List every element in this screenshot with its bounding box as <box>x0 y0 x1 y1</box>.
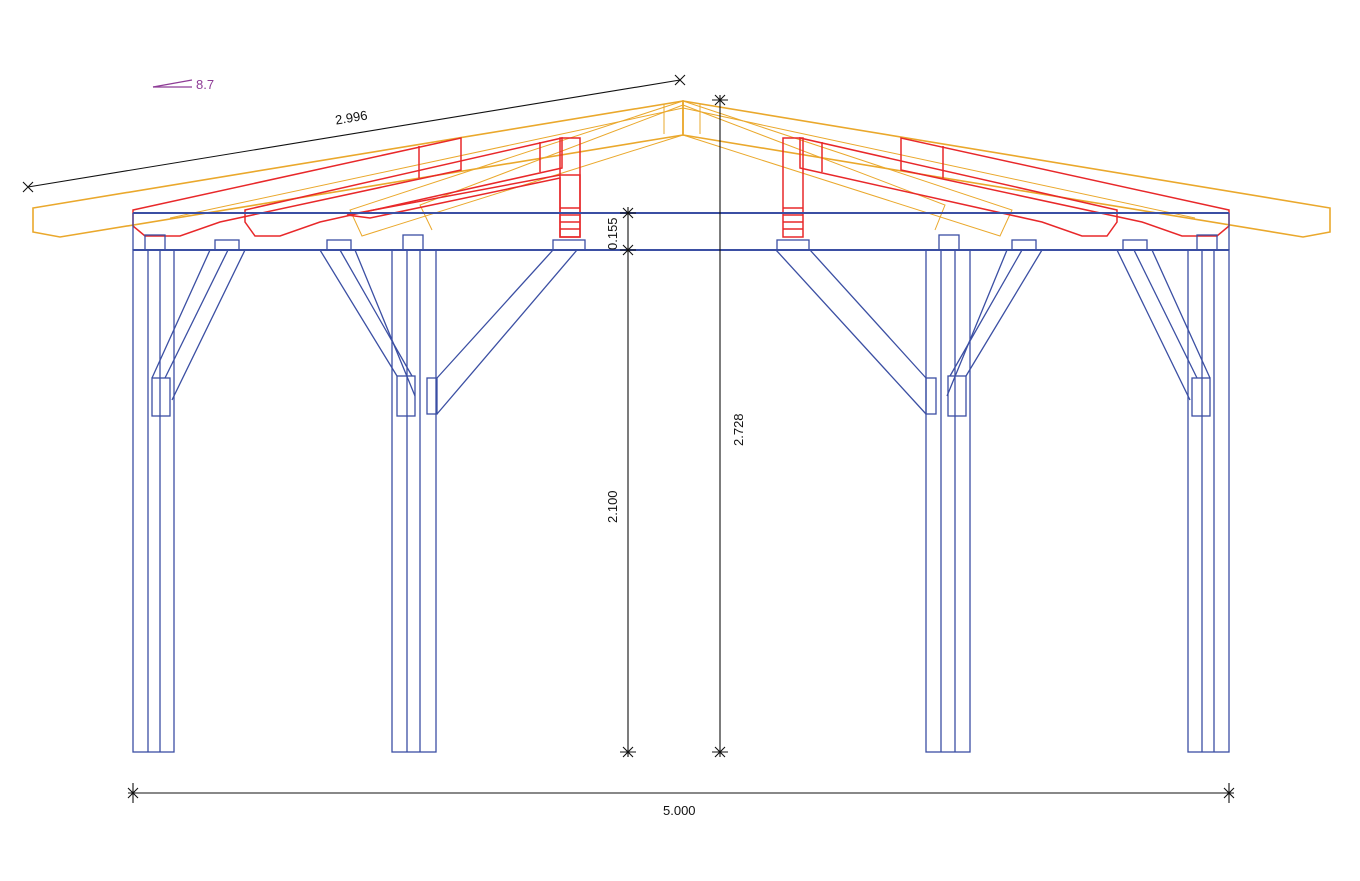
frame <box>132 212 1230 753</box>
roof-pitch-marker <box>152 79 193 88</box>
post-right-inner <box>775 234 1043 753</box>
plate-height-dimension: 0.155 <box>605 217 620 250</box>
post-left-inner <box>319 234 586 753</box>
post-right <box>1116 234 1230 753</box>
total-width-dimension: 5.000 <box>663 803 696 818</box>
roof-pitch-label: 8.7 <box>196 77 215 92</box>
purlins <box>132 137 1230 238</box>
dimension-lines <box>22 74 1235 803</box>
rafters <box>32 100 1331 238</box>
ridge-height-dimension: 2.728 <box>731 413 746 446</box>
post-left <box>132 234 246 753</box>
post-height-dimension: 2.100 <box>605 490 620 523</box>
